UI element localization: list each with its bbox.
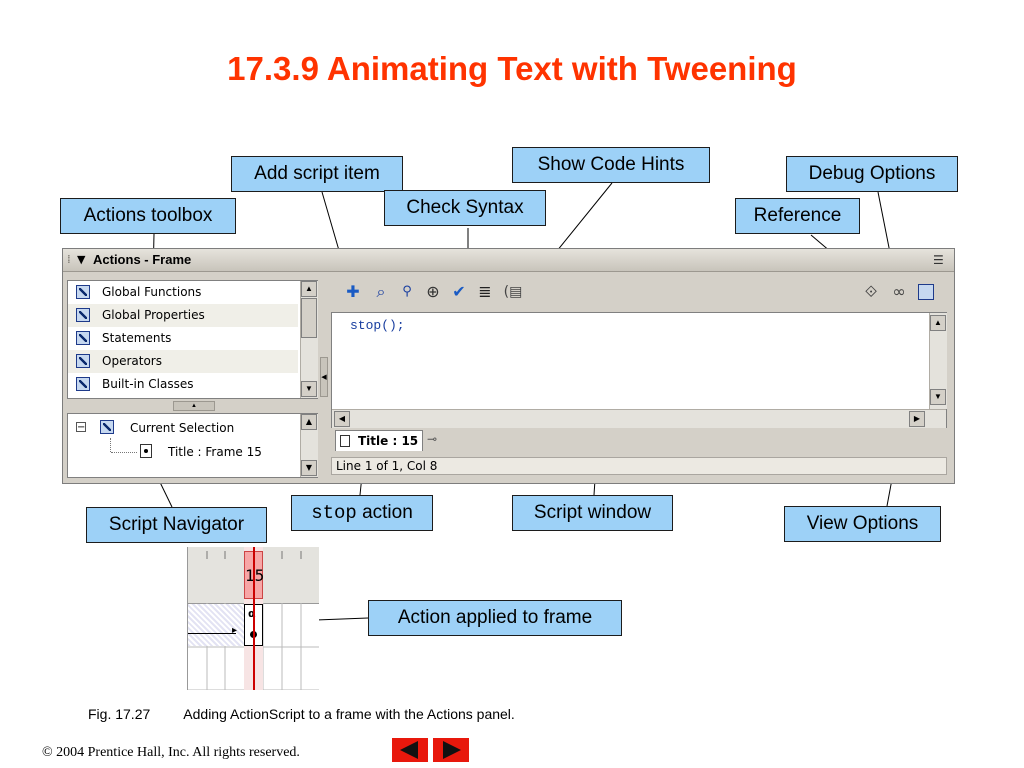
caption-text: Adding ActionScript to a frame with the … <box>183 706 515 722</box>
callout-add-script-item: Add script item <box>231 156 403 192</box>
panel-menu-icon[interactable]: ☰ <box>933 253 944 267</box>
find-replace-icon[interactable]: ⚲ <box>402 284 412 299</box>
tree-line <box>110 438 112 452</box>
current-selection-label[interactable]: Current Selection <box>130 421 235 435</box>
script-tab-strip: Title : 15 ⊸ <box>331 430 947 452</box>
callout-stop-action: stop action <box>291 495 433 531</box>
script-window[interactable]: stop(); ▲ ▼ ◀ ▶ <box>331 312 947 428</box>
splitter-handle-icon[interactable]: ▲ <box>173 401 215 411</box>
collapse-minus-icon[interactable]: − <box>76 422 86 433</box>
tab-title-15[interactable]: Title : 15 <box>335 430 423 451</box>
toolbox-item[interactable]: Built-in Classes <box>68 373 298 396</box>
scroll-down-icon[interactable]: ▼ <box>930 389 946 405</box>
script-toolbar: ✚ ⌕ ⚲ ⊕ ✔ ≣ (▤ ⟐ ∞ <box>338 281 948 307</box>
status-bar: Line 1 of 1, Col 8 <box>331 457 947 475</box>
actions-panel: ⁞ ▼ Actions - Frame ☰ Global Functions G… <box>62 248 955 484</box>
script-code[interactable]: stop(); <box>350 318 405 333</box>
playhead[interactable] <box>253 547 255 690</box>
script-v-scrollbar[interactable]: ▲ ▼ <box>929 313 947 409</box>
callout-script-window: Script window <box>512 495 673 531</box>
scroll-left-icon[interactable]: ◀ <box>334 411 350 427</box>
book-icon[interactable]: ⟐ <box>864 282 878 301</box>
book-icon <box>100 420 114 434</box>
tween-span[interactable] <box>188 604 244 646</box>
slide-title: 17.3.9 Animating Text with Tweening <box>227 50 797 87</box>
toolbox-item[interactable]: Operators <box>68 350 298 373</box>
callout-debug-options: Debug Options <box>786 156 958 192</box>
toolbox-item[interactable]: Statements <box>68 327 298 350</box>
scroll-down-icon[interactable]: ▼ <box>301 460 317 476</box>
callout-view-options: View Options <box>784 506 941 542</box>
toolbox-scrollbar[interactable]: ▲ ▼ <box>300 281 318 398</box>
checkmark-icon[interactable]: ✔ <box>452 282 466 301</box>
caption-fig: Fig. 17.27 <box>88 706 151 722</box>
script-h-scrollbar[interactable]: ◀ ▶ <box>332 409 946 428</box>
navigator-scrollbar[interactable]: ▲ ▼ <box>300 414 318 477</box>
toolbox-item[interactable]: Global Properties <box>68 304 298 327</box>
callout-check-syntax: Check Syntax <box>384 190 546 226</box>
callout-reference: Reference <box>735 198 860 234</box>
frame-item-label[interactable]: Title : Frame 15 <box>168 445 262 459</box>
scroll-up-icon[interactable]: ▲ <box>301 281 317 297</box>
grip-icon[interactable]: ⁞ <box>67 254 71 266</box>
format-lines-icon[interactable]: ≣ <box>478 282 492 301</box>
scroll-down-icon[interactable]: ▼ <box>301 381 317 397</box>
frame-icon <box>340 435 350 447</box>
code-hint-icon[interactable]: (▤ <box>503 284 523 300</box>
panel-header[interactable]: ⁞ ▼ Actions - Frame ☰ <box>63 249 954 272</box>
toolbox-item[interactable]: Global Functions <box>68 281 298 304</box>
scroll-thumb[interactable] <box>301 298 317 338</box>
callout-actions-toolbox: Actions toolbox <box>60 198 236 234</box>
stop-code: stop <box>311 502 357 524</box>
script-navigator: − Current Selection Title : Frame 15 ▲ ▼ <box>67 413 318 478</box>
arrow-left-icon <box>400 741 418 759</box>
frame-icon <box>140 444 152 458</box>
scroll-right-icon[interactable]: ▶ <box>909 411 925 427</box>
stop-action-label: action <box>356 502 413 523</box>
tween-arrow-line <box>188 633 236 634</box>
figure-caption: Fig. 17.27 Adding ActionScript to a fram… <box>88 706 515 722</box>
book-icon <box>76 285 90 299</box>
previous-slide-button[interactable] <box>392 738 428 762</box>
actions-toolbox: Global Functions Global Properties State… <box>67 280 318 399</box>
view-options-icon[interactable] <box>918 284 934 300</box>
book-icon <box>76 308 90 322</box>
scroll-up-icon[interactable]: ▲ <box>930 315 946 331</box>
book-icon <box>76 331 90 345</box>
copyright: © 2004 Prentice Hall, Inc. All rights re… <box>42 745 300 760</box>
tween-arrow-icon: ▸ <box>232 625 238 636</box>
collapse-triangle-icon[interactable]: ▼ <box>77 253 86 266</box>
magnifier-icon[interactable]: ⌕ <box>376 282 386 301</box>
callout-action-applied: Action applied to frame <box>368 600 622 636</box>
arrow-right-icon <box>443 741 461 759</box>
pin-icon[interactable]: ⊸ <box>427 432 438 446</box>
action-marker-icon: α <box>248 607 256 620</box>
crosshair-icon[interactable]: ⊕ <box>426 282 440 301</box>
book-icon <box>76 377 90 391</box>
panel-title: Actions - Frame <box>93 252 192 267</box>
debug-icon[interactable]: ∞ <box>892 282 906 301</box>
tree-line <box>111 452 137 454</box>
plus-icon[interactable]: ✚ <box>346 282 360 301</box>
collapse-toolbox-icon[interactable]: ◀ <box>320 357 328 397</box>
next-slide-button[interactable] <box>433 738 469 762</box>
scroll-up-icon[interactable]: ▲ <box>301 414 317 430</box>
callout-script-navigator: Script Navigator <box>86 507 267 543</box>
callout-show-code-hints: Show Code Hints <box>512 147 710 183</box>
book-icon <box>76 354 90 368</box>
timeline[interactable]: ▸ 15 α <box>187 547 319 690</box>
